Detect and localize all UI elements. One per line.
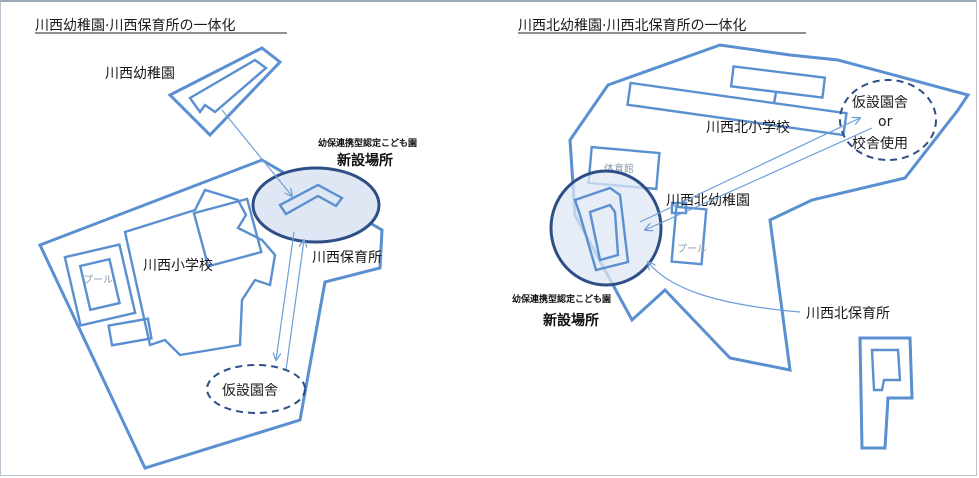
right-nursery-label: 川西北保育所 (806, 306, 890, 322)
right-arrow-from-temp (645, 127, 873, 230)
right-or-label: or (878, 114, 893, 130)
right-school-bldg-top (729, 65, 827, 99)
left-pool-outer (63, 243, 137, 327)
left-school-label: 川西小学校 (143, 257, 213, 274)
right-kindergarten-inner (588, 203, 620, 262)
left-pool-label: プール (83, 274, 113, 286)
right-school-use-label: 校舎使用 (852, 135, 908, 152)
left-pool-inner (78, 257, 122, 312)
right-title: 川西北幼稚園·川西北保育所の一体化 (518, 18, 746, 34)
right-arrow-nursery (648, 262, 801, 313)
right-pool-label: プール (677, 243, 707, 255)
right-panel: 川西北幼稚園·川西北保育所の一体化 川西北小学校 体育館 プール 川西北幼稚園 … (512, 18, 971, 450)
left-new-site: 新設場所 (337, 152, 393, 169)
right-temp-ellipse (839, 79, 937, 161)
right-nursery-inner (870, 348, 902, 392)
right-school-label: 川西北小学校 (706, 119, 790, 136)
left-panel: 川西幼稚園·川西保育所の一体化 川西幼稚園 川西小学校 プール 幼保連携型認定こ… (35, 18, 417, 470)
left-school-annex (192, 197, 263, 268)
right-pool (670, 205, 708, 266)
right-new-site-small: 幼保連携型認定こども園 (512, 293, 611, 305)
right-connector (772, 91, 778, 105)
left-kindergarten-building (167, 46, 283, 138)
right-nursery-building (858, 336, 914, 450)
left-new-site-ellipse (251, 166, 381, 244)
left-title: 川西幼稚園·川西保育所の一体化 (35, 18, 235, 34)
left-school-building (123, 188, 277, 357)
left-new-site-small: 幼保連携型認定こども園 (318, 137, 417, 149)
left-kindergarten-label: 川西幼稚園 (105, 66, 175, 82)
left-nursery-building (278, 183, 344, 216)
right-new-site: 新設場所 (543, 312, 599, 329)
left-temp-ellipse (206, 364, 306, 414)
left-kindergarten-inner (188, 58, 268, 115)
left-arrow-up (285, 240, 304, 371)
left-arrow-kindergarten (221, 109, 292, 196)
left-small-building (107, 317, 153, 347)
left-temp-label: 仮設園舎 (222, 383, 278, 399)
left-nursery-label: 川西保育所 (312, 250, 382, 266)
right-kindergarten-building (573, 186, 630, 272)
right-school-bldg-main (626, 81, 848, 137)
right-temp-label: 仮設園舎 (852, 95, 908, 111)
left-arrow-down (276, 231, 295, 360)
left-school-site (37, 158, 384, 470)
right-kindergarten-label: 川西北幼稚園 (666, 193, 750, 209)
right-arrow-to-temp (639, 118, 860, 223)
